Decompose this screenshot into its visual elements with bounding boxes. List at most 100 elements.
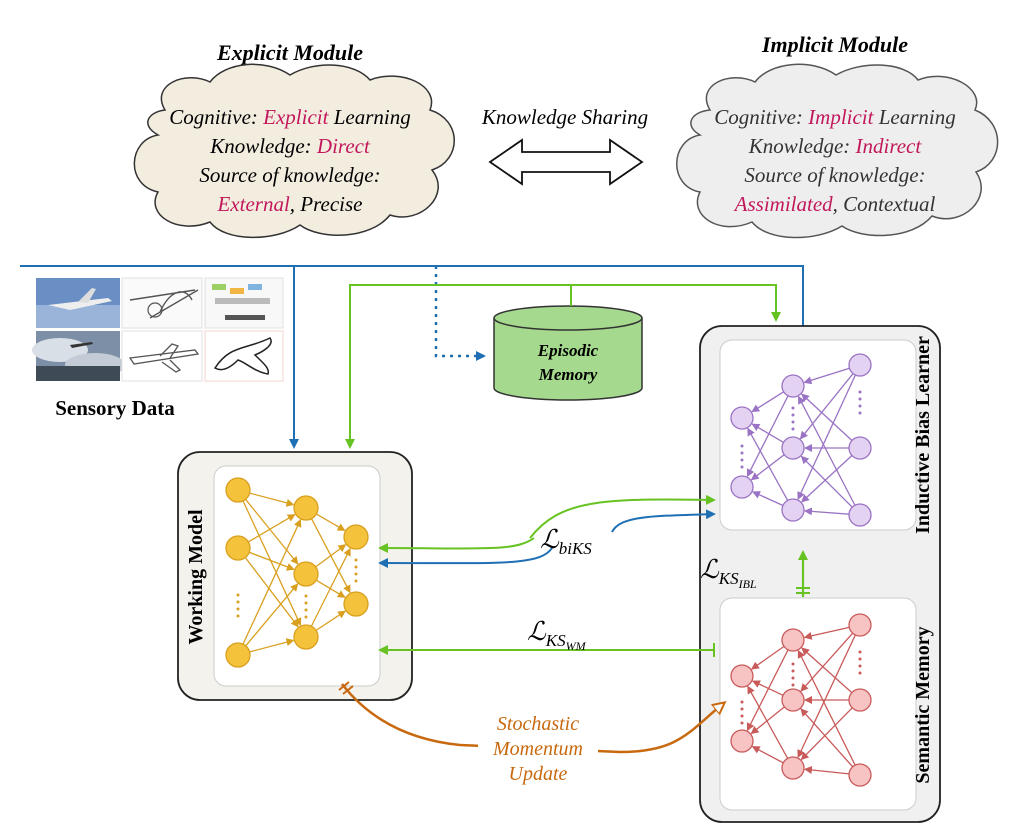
ellipsis-dot bbox=[304, 615, 308, 619]
semantic-memory-network bbox=[730, 613, 872, 787]
working-model-label: Working Model bbox=[185, 509, 207, 644]
network-edge bbox=[747, 427, 789, 501]
network-edge bbox=[747, 685, 789, 759]
network-edge bbox=[803, 765, 850, 775]
green-episodic-line bbox=[345, 284, 572, 449]
network-node bbox=[293, 624, 319, 650]
network-edge bbox=[800, 632, 854, 692]
network-node bbox=[343, 524, 369, 550]
network-node bbox=[848, 503, 872, 527]
knowledge-sharing-label: Knowledge Sharing bbox=[481, 105, 648, 129]
network-node bbox=[225, 535, 251, 561]
network-edge bbox=[797, 634, 856, 759]
loss-ks-wm-label: ℒKSWM bbox=[527, 617, 587, 653]
ellipsis-dot bbox=[740, 458, 744, 462]
explicit-line2: Knowledge: Direct bbox=[209, 134, 371, 158]
network-node bbox=[730, 729, 754, 753]
network-node bbox=[781, 628, 805, 652]
loss-biks-label: ℒbiKS bbox=[540, 525, 592, 558]
sensory-data-images bbox=[32, 277, 284, 382]
ellipsis-dot bbox=[858, 411, 862, 415]
airplane-sketch-image bbox=[121, 277, 203, 329]
ks-ibl-tick bbox=[796, 587, 810, 594]
episodic-memory: Episodic Memory bbox=[493, 305, 643, 401]
ellipsis-dot bbox=[858, 390, 862, 394]
ellipsis-dot bbox=[740, 451, 744, 455]
ellipsis-dot bbox=[791, 406, 795, 410]
network-edge bbox=[244, 557, 299, 628]
ellipsis-dot bbox=[791, 427, 795, 431]
network-node bbox=[225, 477, 251, 503]
network-edge bbox=[797, 374, 856, 501]
ellipsis-dot bbox=[354, 558, 358, 562]
network-edge bbox=[801, 647, 853, 694]
airplane-infographic-image bbox=[204, 277, 284, 329]
airplane-outline-image bbox=[204, 330, 284, 382]
network-edge bbox=[750, 645, 785, 670]
ellipsis-dot bbox=[304, 608, 308, 612]
ellipsis-dot bbox=[858, 657, 862, 661]
blue-sensory-line bbox=[20, 265, 808, 336]
network-edge bbox=[249, 638, 295, 653]
ellipsis-dot bbox=[791, 683, 795, 687]
ellipsis-dot bbox=[740, 721, 744, 725]
network-node bbox=[781, 756, 805, 780]
network-edge bbox=[245, 583, 299, 647]
network-edge bbox=[245, 498, 299, 565]
ellipsis-dot bbox=[858, 671, 862, 675]
network-node bbox=[293, 495, 319, 521]
implicit-networks-block: Inductive Bias Learner Semantic Memory bbox=[699, 325, 941, 823]
network-edge bbox=[800, 455, 853, 508]
working-model-network bbox=[225, 477, 369, 668]
network-edge bbox=[315, 610, 346, 631]
network-edge bbox=[800, 708, 854, 768]
ellipsis-dot bbox=[354, 579, 358, 583]
network-node bbox=[848, 353, 872, 377]
airplane-clouds-photo-image bbox=[32, 331, 125, 381]
stochastic-line3: Update bbox=[509, 763, 568, 785]
green-biks-to-wm-arrow bbox=[378, 537, 535, 554]
network-edge bbox=[751, 391, 785, 413]
network-node bbox=[293, 561, 319, 587]
network-node bbox=[730, 664, 754, 688]
network-node bbox=[781, 498, 805, 522]
implicit-cloud-shape bbox=[676, 63, 999, 239]
ellipsis-dot bbox=[858, 664, 862, 668]
ellipsis-dot bbox=[858, 404, 862, 408]
episodic-memory-line2: Memory bbox=[538, 365, 598, 384]
green-biks-to-ibl-arrow bbox=[529, 494, 716, 539]
ellipsis-dot bbox=[740, 444, 744, 448]
network-node bbox=[848, 688, 872, 712]
network-edge bbox=[249, 492, 295, 507]
ellipsis-dot bbox=[791, 676, 795, 680]
network-edge bbox=[800, 707, 853, 761]
ellipsis-dot bbox=[791, 669, 795, 673]
ellipsis-dot bbox=[791, 420, 795, 424]
network-node bbox=[848, 436, 872, 460]
network-edge bbox=[751, 746, 784, 764]
ellipsis-dot bbox=[354, 565, 358, 569]
network-edge bbox=[801, 393, 853, 442]
ellipsis-dot bbox=[858, 650, 862, 654]
jet-sketch-image bbox=[121, 330, 203, 382]
network-node bbox=[225, 642, 251, 668]
network-node bbox=[343, 591, 369, 617]
ellipsis-dot bbox=[791, 413, 795, 417]
implicit-line4: Assimilated, Contextual bbox=[733, 192, 936, 216]
implicit-line3: Source of knowledge: bbox=[744, 163, 925, 187]
network-node bbox=[781, 374, 805, 398]
implicit-line1: Cognitive: Implicit Learning bbox=[714, 105, 956, 129]
network-edge bbox=[248, 514, 296, 543]
loss-ks-ibl-label: ℒKSIBL bbox=[700, 555, 757, 591]
network-edge bbox=[316, 513, 346, 532]
ellipsis-dot bbox=[740, 707, 744, 711]
network-node bbox=[781, 436, 805, 460]
network-edge bbox=[803, 367, 850, 385]
inductive-bias-learner-label: Inductive Bias Learner bbox=[912, 336, 934, 534]
episodic-memory-line1: Episodic bbox=[537, 341, 599, 360]
explicit-line4: External, Precise bbox=[216, 192, 362, 216]
implicit-module: Implicit Module Cognitive: Implicit Lear… bbox=[676, 32, 999, 239]
ellipsis-dot bbox=[791, 662, 795, 666]
blue-dotted-to-episodic-arrow bbox=[434, 266, 486, 361]
ellipsis-dot bbox=[858, 397, 862, 401]
